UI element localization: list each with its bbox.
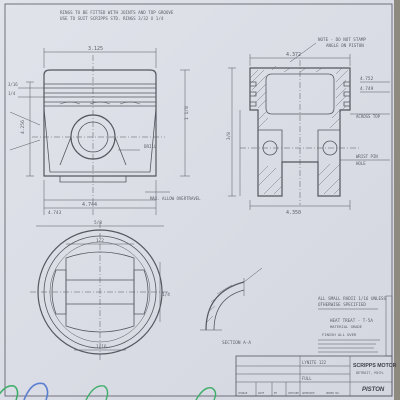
note-do-not-stamp: NOTE - DO NOT STAMP xyxy=(318,37,366,42)
section-dimensions xyxy=(228,54,390,210)
wrist-pin-label: WRIST PIN xyxy=(356,154,378,159)
dim-bottom-view-1: 1/2 xyxy=(96,238,104,244)
clip-green-3 xyxy=(195,387,217,400)
section-aa-detail xyxy=(200,267,263,331)
note-small-radii: ALL SMALL RADII 1/16 UNLESS xyxy=(318,296,387,301)
dim-section-bottom: 4.350 xyxy=(286,210,301,216)
dim-bottom-2: 4.743 xyxy=(48,210,62,216)
dim-section-r2: 4.749 xyxy=(360,86,374,92)
dim-groove-2: 1/4 xyxy=(8,91,16,96)
title-block xyxy=(235,355,393,397)
rev-col-order: ORDER NO. xyxy=(326,391,340,395)
dim-section-height: 3/8 xyxy=(226,132,232,140)
hole-label: HOLE xyxy=(356,161,366,166)
piston-front-view xyxy=(32,55,165,215)
note-rings: RINGS TO BE FITTED WITH JOINTS AND TOP G… xyxy=(60,10,174,15)
note-heat-treat: HEAT TREAT - T-5A xyxy=(330,318,373,323)
clip-green-2 xyxy=(85,385,109,400)
clip-blue xyxy=(23,382,49,400)
rev-col-checked: CHECKED xyxy=(288,391,299,395)
dim-height: 1 1/8 xyxy=(184,106,190,120)
notes-lines xyxy=(318,339,380,353)
rev-col-change: CHANGE xyxy=(238,391,248,395)
drill-label: DRILL xyxy=(144,144,157,149)
note-otherwise: OTHERWISE SPECIFIED xyxy=(318,302,366,307)
rev-col-approved: APPROVED xyxy=(302,391,315,395)
rev-col-by: BY xyxy=(274,391,278,395)
note-material: MATERIAL GRADE xyxy=(330,324,363,329)
dim-bottom-1: 4.744 xyxy=(82,202,97,208)
title-material: LYNITE 122 xyxy=(302,360,327,365)
dim-section-top: 4.372 xyxy=(286,52,301,58)
dim-groove-1: 3/16 xyxy=(8,82,18,87)
section-hatching xyxy=(249,65,349,195)
dim-skirt: 4.256 xyxy=(20,120,26,134)
edge-stamp xyxy=(385,295,393,357)
dim-top-width: 3.125 xyxy=(88,46,103,52)
table-edge xyxy=(394,0,400,400)
front-dimensions xyxy=(9,48,190,215)
title-company-2: DETROIT, MICH. xyxy=(356,371,385,375)
clip-green-1 xyxy=(0,384,19,400)
note-rings-2: USE TO SUIT SCRIPPS STD. RINGS 3/32 X 1/… xyxy=(60,16,164,21)
dim-bottom-view-4: 1/16 xyxy=(96,344,107,350)
note-leader xyxy=(289,42,317,63)
note-angle: ANGLE ON PISTON xyxy=(326,43,364,48)
piston-bottom-view xyxy=(30,222,170,362)
rev-col-date: DATE xyxy=(258,391,265,395)
across-top: ACROSS TOP xyxy=(356,114,381,119)
dim-section-r1: 4.752 xyxy=(360,76,374,82)
note-finish: FINISH ALL OVER xyxy=(322,332,357,337)
max-overtravel: MAX. ALLOW OVERTRAVEL xyxy=(150,196,201,201)
dim-bottom-view-3: 1/4 xyxy=(162,292,170,298)
piston-section-view xyxy=(240,60,360,205)
section-aa-label: SECTION A-A xyxy=(222,340,251,346)
revision-headers: CHANGE DATE BY CHECKED APPROVED ORDER NO… xyxy=(238,391,340,395)
title-scale: FULL xyxy=(302,376,312,381)
dim-bottom-view-2: 5/8 xyxy=(94,220,102,226)
title-part-name: PISTON xyxy=(362,387,385,393)
binder-clips xyxy=(0,382,217,400)
title-company: SCRIPPS MOTOR xyxy=(353,363,397,369)
